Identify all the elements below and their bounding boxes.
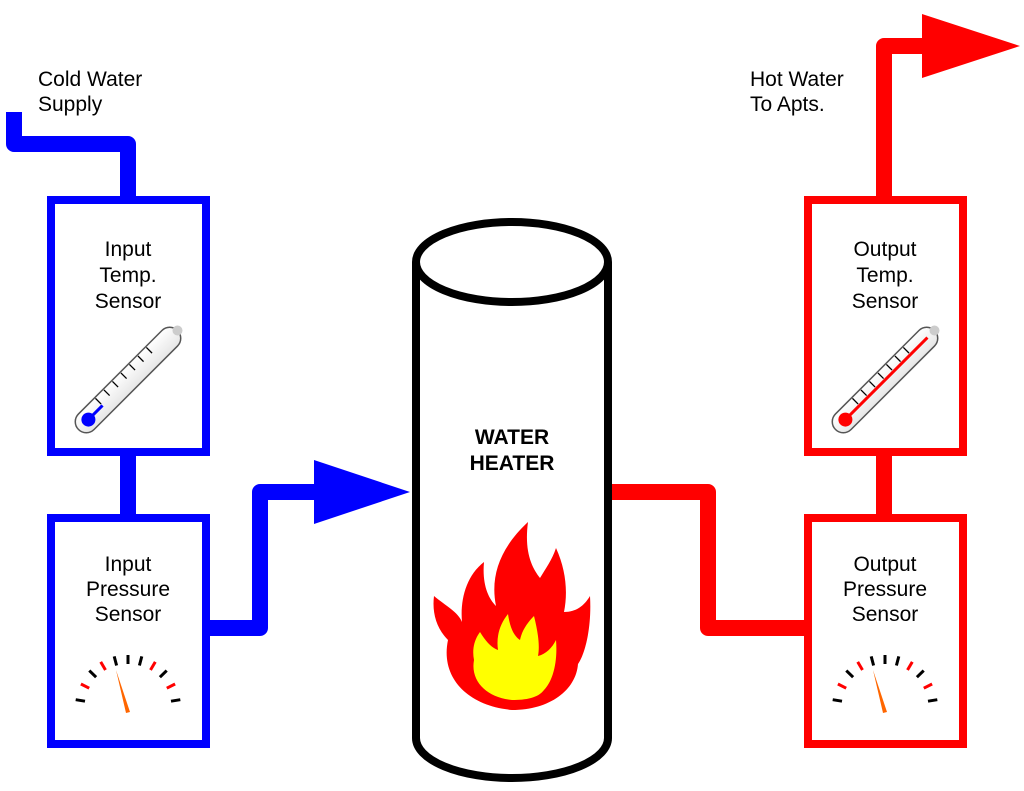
cold-water-label-1: Cold Water: [38, 68, 142, 91]
hot-outlet-pipe: [612, 484, 808, 636]
output-pressure-label-2: Pressure: [843, 578, 927, 601]
output-temp-label-3: Sensor: [852, 290, 919, 313]
flame-icon: [433, 522, 591, 710]
hot-water-label-2: To Apts.: [750, 93, 825, 116]
cold-water-label-2: Supply: [38, 93, 103, 116]
heater-label-2: HEATER: [470, 452, 555, 475]
input-temp-label-1: Input: [105, 238, 152, 261]
output-temp-label-1: Output: [853, 238, 916, 261]
thermometer-icon: [831, 325, 940, 434]
cold-supply-pipe: [6, 112, 136, 200]
output-pressure-label-3: Sensor: [852, 603, 919, 626]
heater-label-1: WATER: [475, 426, 549, 449]
input-temp-sensor-box: [47, 196, 210, 456]
input-pressure-label-3: Sensor: [95, 603, 162, 626]
input-pressure-label-1: Input: [105, 553, 152, 576]
output-pressure-label-1: Output: [853, 553, 916, 576]
input-pressure-label-2: Pressure: [86, 578, 170, 601]
input-pressure-sensor-box: [47, 514, 210, 748]
hot-water-label-1: Hot Water: [750, 68, 844, 91]
input-temp-label-3: Sensor: [95, 290, 162, 313]
cold-inlet-pipe: [208, 484, 322, 636]
output-pressure-sensor-box: [804, 514, 967, 748]
cold-water-pipes: [6, 112, 322, 636]
tank-top: [412, 218, 612, 306]
hot-supply-pipe: [876, 38, 930, 200]
cold-inlet-arrow: [314, 460, 410, 524]
pressure-gauge-icon: [75, 655, 181, 713]
thermometer-icon: [74, 325, 183, 434]
hot-output-arrow: [922, 14, 1020, 78]
pressure-gauge-icon: [832, 655, 938, 713]
input-temp-label-2: Temp.: [99, 264, 156, 287]
output-temp-sensor-box: [804, 196, 967, 456]
output-temp-label-2: Temp.: [856, 264, 913, 287]
hot-water-pipes: [612, 38, 930, 636]
flame-inner: [473, 614, 557, 700]
